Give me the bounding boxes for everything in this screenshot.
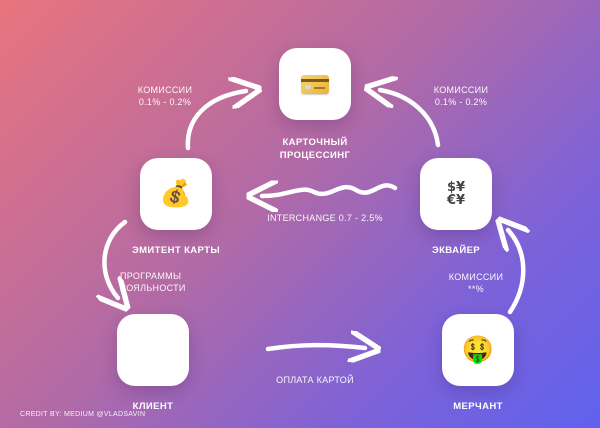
edge-label-line: 0.1% - 0.2% xyxy=(138,97,192,107)
arrow-issuer-to-processing xyxy=(185,91,246,151)
processing-label: КАРТОЧНЫЙ ПРОЦЕССИНГ xyxy=(265,136,365,162)
edge-label-issuer-processing: КОМИССИИ 0.1% - 0.2% xyxy=(120,84,210,108)
tongue-face-icon: 😛 xyxy=(139,335,167,365)
issuer-label: ЭМИТЕНТ КАРТЫ xyxy=(131,245,221,256)
edge-label-card-payment: ОПЛАТА КАРТОЙ xyxy=(276,375,354,385)
edge-label-line: 0.1% - 0.2% xyxy=(434,97,488,107)
issuer-tile: 💰 xyxy=(140,158,212,230)
processing-label-line2: ПРОЦЕССИНГ xyxy=(279,150,351,161)
processing-label-line1: КАРТОЧНЫЙ xyxy=(282,137,348,148)
edge-label-merchant-acquirer: КОМИССИИ **% xyxy=(436,271,516,295)
edge-label-interchange: INTERCHANGE 0.7 - 2.5% xyxy=(267,213,383,223)
edge-label-loyalty: ПРОГРАММЫ ЛОЯЛЬНОСТИ xyxy=(120,270,220,294)
arrow-client-to-merchant xyxy=(265,345,365,349)
arrow-issuer-to-client xyxy=(104,219,125,298)
client-tile: 😛 xyxy=(117,314,189,386)
edge-label-line: КОМИССИИ xyxy=(137,85,193,95)
edge-label-line: КОМИССИИ xyxy=(433,85,489,95)
currency-exchange-icon: $¥ €¥ xyxy=(447,181,465,207)
arrow-merchant-to-acquirer xyxy=(508,230,523,315)
arrow-acquirer-to-processing xyxy=(380,90,441,148)
edge-label-line: **% xyxy=(468,284,484,294)
edge-label-line: ЛОЯЛЬНОСТИ xyxy=(120,283,186,293)
processing-tile xyxy=(279,48,351,120)
client-label: КЛИЕНТ xyxy=(132,401,174,412)
edge-label-line: ПРОГРАММЫ xyxy=(120,271,182,281)
acquirer-tile: $¥ €¥ xyxy=(420,158,492,230)
exchange-glyph-bottom: €¥ xyxy=(446,193,466,208)
money-bag-icon: 💰 xyxy=(159,179,193,209)
merchant-label: МЕРЧАНТ xyxy=(453,401,503,412)
credit-card-icon xyxy=(301,74,329,94)
edge-label-line: КОМИССИИ xyxy=(448,272,504,282)
acquirer-label: ЭКВАЙЕР xyxy=(431,245,481,256)
arrow-acquirer-to-issuer xyxy=(262,185,398,196)
credit-text: CREDIT BY: MEDIUM @VLADSAVIN xyxy=(20,411,146,418)
merchant-tile: 🤑 xyxy=(442,314,514,386)
money-mouth-face-icon: 🤑 xyxy=(461,335,495,365)
exchange-glyph-top: $¥ xyxy=(446,180,466,195)
edge-label-acquirer-processing: КОМИССИИ 0.1% - 0.2% xyxy=(416,84,506,108)
